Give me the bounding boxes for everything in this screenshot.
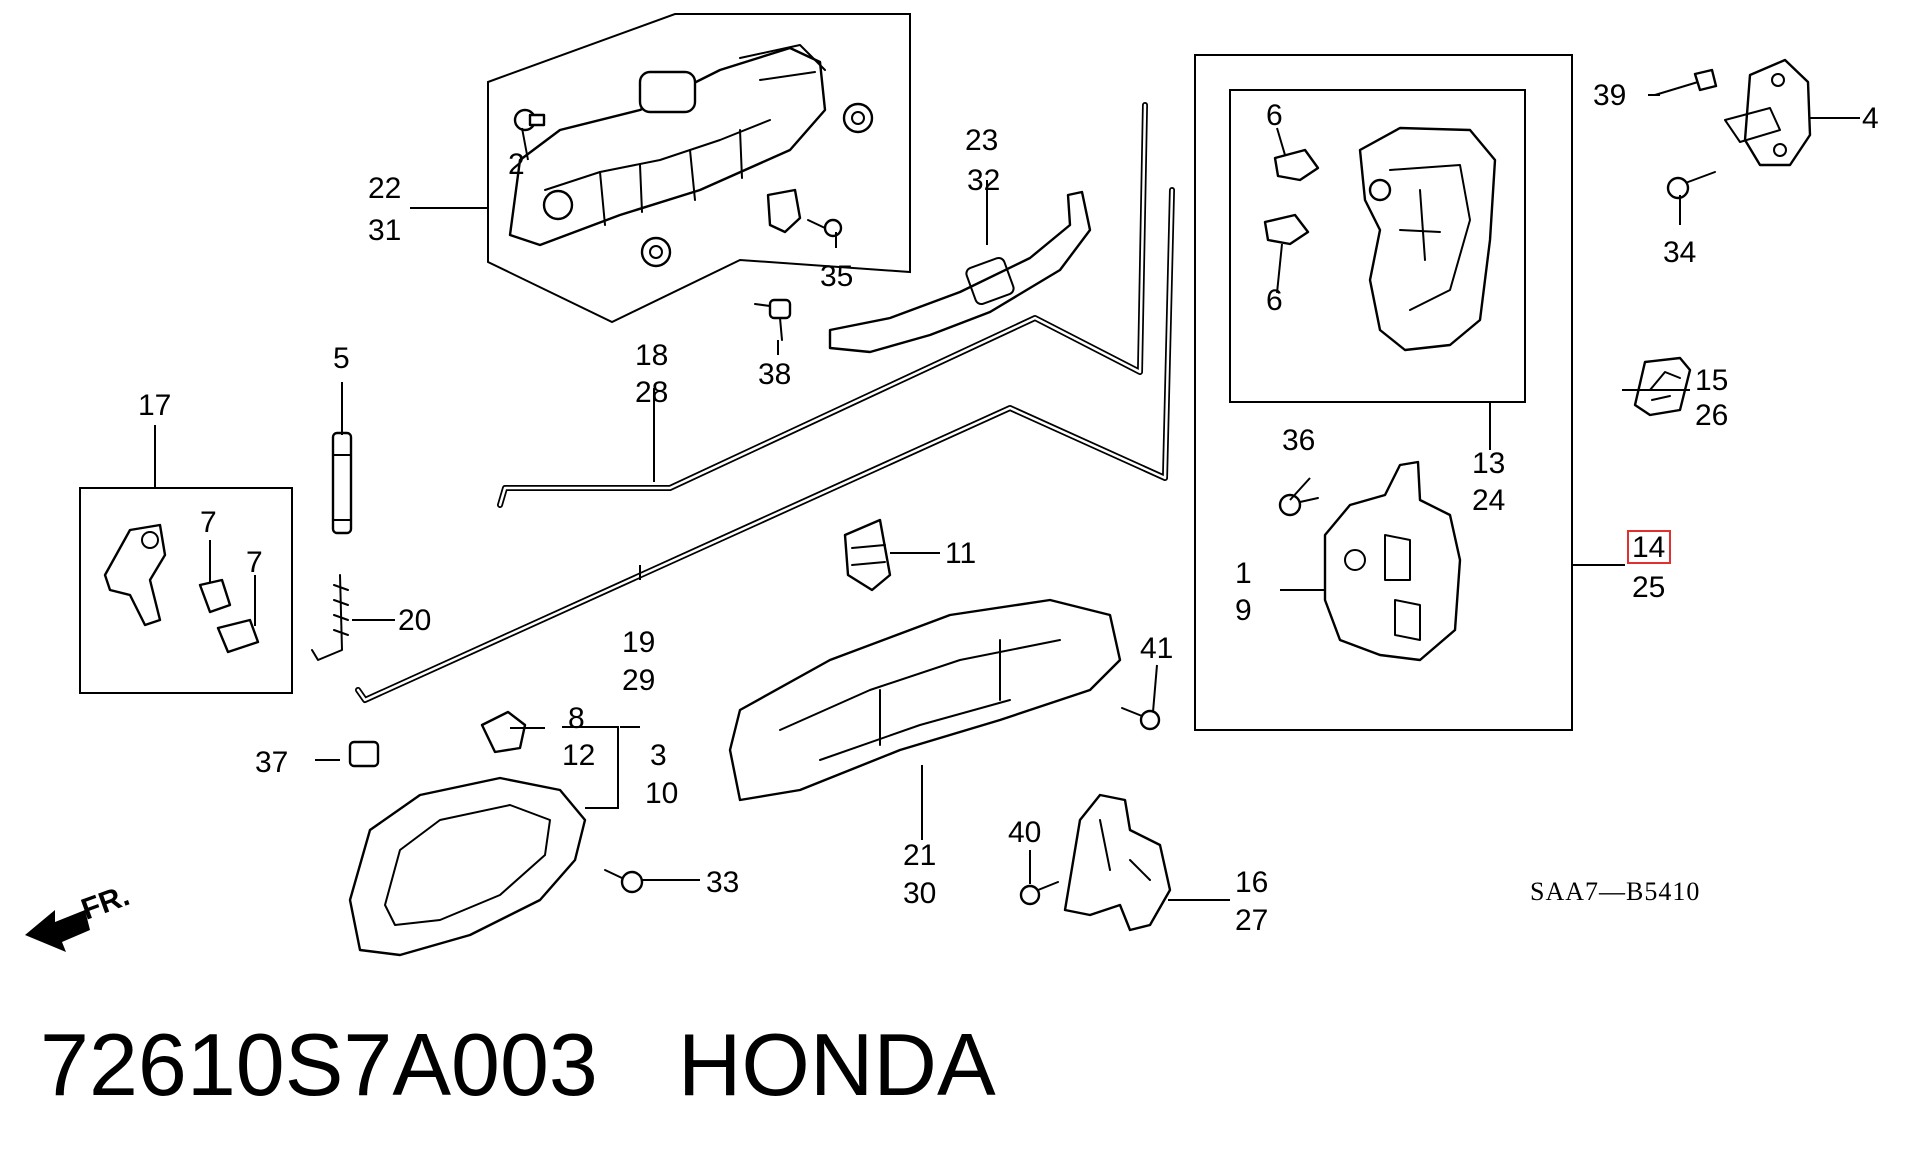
callout-11: 11 <box>945 537 976 570</box>
callout-41: 41 <box>1140 632 1173 665</box>
nut-37 <box>348 740 380 768</box>
striker-4 <box>1724 58 1812 167</box>
callout-31: 31 <box>368 214 401 247</box>
lock-bracket-16-27 <box>1063 793 1172 932</box>
bolt-38 <box>754 298 792 341</box>
rod-19-29 <box>355 187 1175 703</box>
callout-18: 18 <box>635 339 668 372</box>
callout-23: 23 <box>965 124 998 157</box>
callout-34: 34 <box>1663 236 1696 269</box>
grommet-b <box>640 236 672 268</box>
highlight-box-14 <box>1627 530 1671 564</box>
callout-7b: 7 <box>246 546 263 579</box>
callout-2: 2 <box>508 148 525 181</box>
callout-33: 33 <box>706 866 739 899</box>
lock-cylinder-group-box <box>79 487 293 694</box>
callout-37: 37 <box>255 746 288 779</box>
callout-4: 4 <box>1862 102 1879 135</box>
callout-7a: 7 <box>200 506 217 539</box>
callout-6b: 6 <box>1266 284 1283 317</box>
callout-27: 27 <box>1235 904 1268 937</box>
callout-10: 10 <box>645 777 678 810</box>
screw-39 <box>1654 68 1718 96</box>
clip-7-upper <box>198 578 232 614</box>
front-marker-label: FR. <box>77 879 134 927</box>
screw-33 <box>604 869 644 894</box>
callout-labels: 22 31 2 35 38 23 32 18 28 19 29 5 20 17 … <box>138 79 1879 937</box>
callout-1: 1 <box>1235 557 1252 590</box>
callout-24: 24 <box>1472 484 1505 517</box>
handle-clip <box>766 188 802 234</box>
callout-14: 14 <box>1632 531 1665 564</box>
brand-name: HONDA <box>677 1015 996 1114</box>
diagram-code: SAA7—B5410 <box>1530 877 1700 906</box>
callout-25: 25 <box>1632 571 1665 604</box>
hook-bolt-20 <box>311 574 349 661</box>
callout-26: 26 <box>1695 399 1728 432</box>
callout-28: 28 <box>635 376 668 409</box>
handle-protector-21 <box>728 598 1122 802</box>
callout-20: 20 <box>398 604 431 637</box>
lever-bracket-23 <box>828 190 1092 354</box>
callout-39: 39 <box>1593 79 1626 112</box>
callout-36: 36 <box>1282 424 1315 457</box>
leader-lines <box>154 94 1860 901</box>
callout-30: 30 <box>903 877 936 910</box>
screw-36 <box>1278 493 1319 517</box>
lock-lever-17 <box>103 523 167 627</box>
screw-41 <box>1121 707 1161 731</box>
clip-7-lower <box>216 618 260 654</box>
part-number: 72610S7A003 <box>40 1015 598 1114</box>
clip-11 <box>843 518 892 592</box>
clip-6-lower <box>1263 213 1310 246</box>
callout-12: 12 <box>562 739 595 772</box>
callout-40: 40 <box>1008 816 1041 849</box>
callout-29: 29 <box>622 664 655 697</box>
grommet-a <box>842 102 874 134</box>
clip-8-12 <box>480 710 527 754</box>
outer-handle-group-box <box>487 13 911 324</box>
cap-15-26 <box>1633 356 1692 417</box>
outer-door-handle-assembly <box>508 44 827 247</box>
latch-assembly-13-24 <box>1358 126 1497 352</box>
callout-15: 15 <box>1695 364 1728 397</box>
screw-34 <box>1666 171 1716 200</box>
footer: 72610S7A003 HONDA <box>40 1010 996 1120</box>
latch-subgroup-box <box>1229 89 1526 403</box>
clip-6-upper <box>1273 148 1320 182</box>
screw-40 <box>1019 881 1059 906</box>
callout-8: 8 <box>568 702 585 735</box>
inner-handle-3-10 <box>348 776 587 957</box>
callout-32: 32 <box>967 164 1000 197</box>
pin-5 <box>331 431 353 535</box>
callout-22: 22 <box>368 172 401 205</box>
callout-35: 35 <box>820 260 853 293</box>
callout-16: 16 <box>1235 866 1268 899</box>
callout-9: 9 <box>1235 594 1252 627</box>
door-lock-actuator-1-9 <box>1323 460 1462 662</box>
callout-21: 21 <box>903 839 936 872</box>
rod-18-28 <box>497 102 1148 508</box>
latch-group-box <box>1194 54 1573 731</box>
callout-6a: 6 <box>1266 99 1283 132</box>
callout-38: 38 <box>758 358 791 391</box>
front-direction-arrow-icon <box>25 910 90 952</box>
callout-13: 13 <box>1472 447 1505 480</box>
callout-5: 5 <box>333 342 350 375</box>
callout-3: 3 <box>650 739 667 772</box>
handle-spacer-2 <box>513 108 546 132</box>
callout-17: 17 <box>138 389 171 422</box>
callout-19: 19 <box>622 626 655 659</box>
